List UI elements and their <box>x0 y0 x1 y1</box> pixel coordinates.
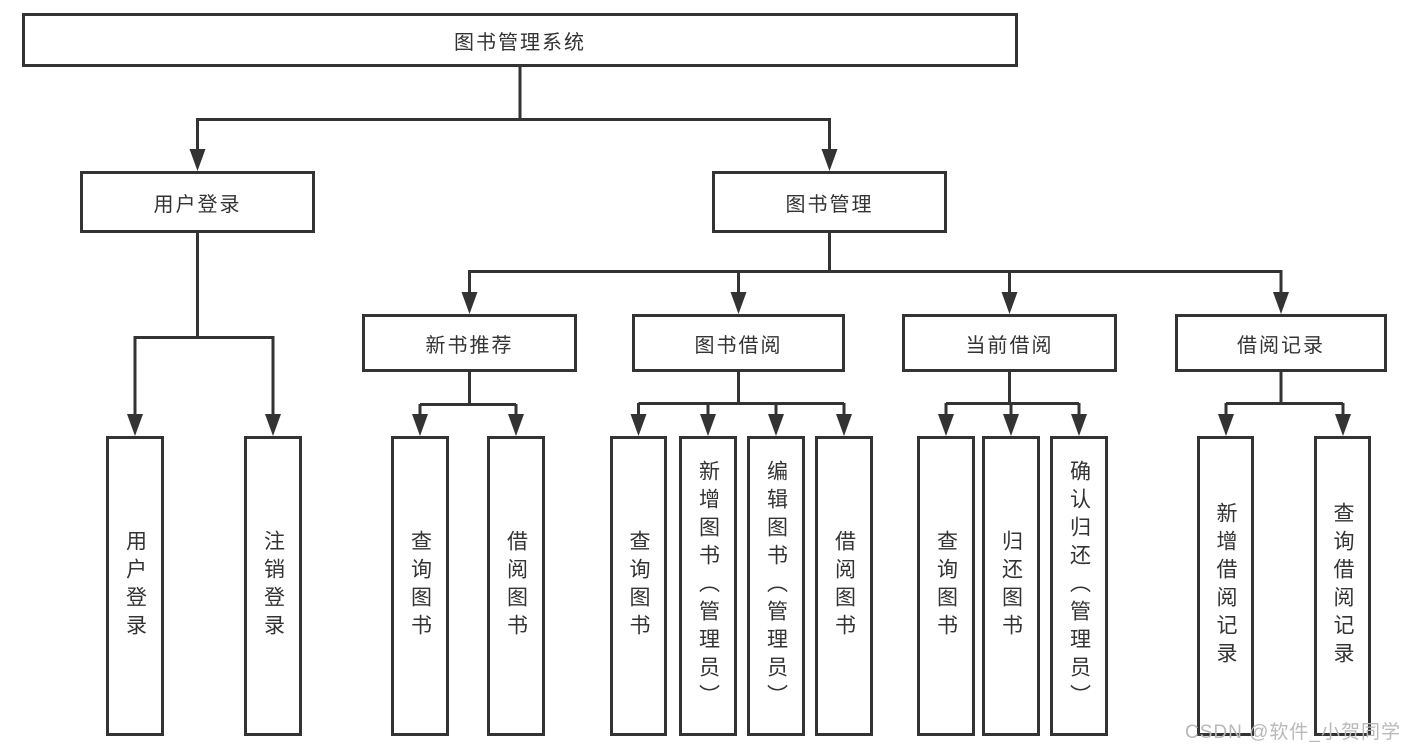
leaf-recommend-query-books: 查询图书 <box>391 436 449 736</box>
leaf-logout-label: 注销登录 <box>261 530 285 642</box>
csdn-watermark: CSDN @软件_小贺同学 <box>1185 722 1401 743</box>
node-book-borrow: 图书借阅 <box>632 314 845 372</box>
node-book-management-label: 图书管理 <box>785 193 874 216</box>
node-borrow-records-label: 借阅记录 <box>1237 334 1325 357</box>
node-new-book-recommend-label: 新书推荐 <box>425 334 514 357</box>
leaf-recommend-borrow-books-label: 借阅图书 <box>504 530 528 642</box>
leaf-edit-books-admin: 编辑图书（管理员） <box>747 436 805 736</box>
leaf-confirm-return-admin: 确认归还（管理员） <box>1050 436 1108 736</box>
leaf-borrow-books-label: 借阅图书 <box>832 530 856 642</box>
leaf-add-books-admin: 新增图书（管理员） <box>679 436 737 736</box>
leaf-recommend-borrow-books: 借阅图书 <box>487 436 545 736</box>
leaf-user-login: 用户登录 <box>106 436 164 736</box>
leaf-current-query-books-label: 查询图书 <box>934 530 958 642</box>
leaf-user-login-label: 用户登录 <box>123 530 147 642</box>
leaf-query-borrow-record: 查询借阅记录 <box>1314 436 1371 736</box>
node-user-login-label: 用户登录 <box>153 193 242 216</box>
leaf-current-query-books: 查询图书 <box>917 436 975 736</box>
node-root-system: 图书管理系统 <box>22 13 1018 67</box>
node-book-management: 图书管理 <box>712 171 947 233</box>
leaf-borrow-query-books: 查询图书 <box>610 436 667 736</box>
leaf-query-borrow-record-label: 查询借阅记录 <box>1331 502 1354 670</box>
node-borrow-records: 借阅记录 <box>1175 314 1387 372</box>
leaf-add-borrow-record: 新增借阅记录 <box>1197 436 1254 736</box>
leaf-borrow-query-books-label: 查询图书 <box>627 530 650 642</box>
leaf-return-books: 归还图书 <box>982 436 1040 736</box>
node-current-borrow: 当前借阅 <box>902 314 1117 372</box>
node-user-login: 用户登录 <box>80 171 315 233</box>
leaf-return-books-label: 归还图书 <box>999 530 1023 642</box>
node-root-label: 图书管理系统 <box>454 31 586 54</box>
leaf-confirm-return-admin-label: 确认归还（管理员） <box>1067 460 1091 712</box>
leaf-borrow-books: 借阅图书 <box>815 436 873 736</box>
leaf-logout: 注销登录 <box>244 436 302 736</box>
leaf-add-books-admin-label: 新增图书（管理员） <box>696 460 720 712</box>
leaf-edit-books-admin-label: 编辑图书（管理员） <box>764 460 788 712</box>
leaf-add-borrow-record-label: 新增借阅记录 <box>1214 502 1237 670</box>
node-new-book-recommend: 新书推荐 <box>362 314 577 372</box>
node-current-borrow-label: 当前借阅 <box>965 334 1054 357</box>
node-book-borrow-label: 图书借阅 <box>694 334 783 357</box>
leaf-recommend-query-books-label: 查询图书 <box>408 530 432 642</box>
